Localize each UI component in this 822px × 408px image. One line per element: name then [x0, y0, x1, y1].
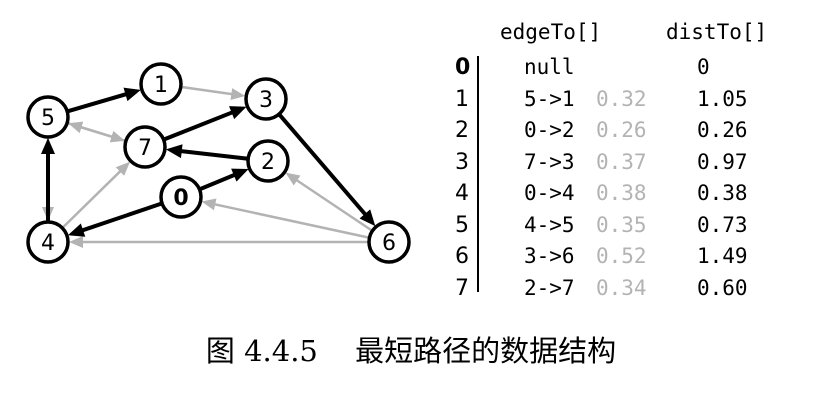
tree-edge-7-3: [162, 108, 238, 142]
edge-6-0: [211, 202, 370, 239]
row-vertex-index: 0: [455, 55, 471, 80]
tree-edge-0-4-arrowhead: [67, 223, 86, 237]
vertex-circle: [26, 220, 70, 264]
edge-6-0-arrowhead: [201, 198, 217, 211]
row-dist-to: 1.49: [697, 244, 748, 268]
row-edge-to: 5->1: [524, 86, 575, 111]
vertex-circle: [139, 62, 183, 106]
row-vertex-index: 5: [455, 212, 469, 238]
edge-7-5: [77, 124, 127, 143]
edge-1-3: [180, 85, 236, 96]
row-vertex-index: 1: [455, 86, 469, 112]
shortest-path-table: edgeTo[] distTo[] 0 null 0 1 5->1 0.32 1.05 2 0-…: [455, 20, 768, 301]
tree-edge-5-1-arrowhead: [123, 87, 141, 102]
row-dist-to: 0: [697, 55, 710, 79]
header-dist-to: distTo[]: [666, 20, 768, 44]
row-edge-to: null: [524, 55, 575, 79]
row-dist-to: 0.73: [697, 212, 748, 237]
tree-edge-3-6: [277, 112, 371, 220]
tree-edge-5-1: [66, 90, 132, 114]
edge-6-2: [293, 177, 374, 232]
vertex-7: 7: [123, 125, 167, 169]
vertex-circle: [159, 175, 203, 219]
row-vertex-index: 4: [455, 181, 469, 206]
row-edge-weight: 0.34: [596, 275, 647, 300]
figure-title: 最短路径的数据结构: [355, 334, 617, 368]
edge-4-7: [61, 167, 124, 229]
vertex-circle: [244, 77, 288, 121]
edge-6-2-arrowhead: [285, 172, 301, 186]
tree-edge-0-2-arrowhead: [231, 168, 249, 182]
row-dist-to: 1.05: [697, 86, 748, 111]
row-edge-to: 0->4: [524, 181, 575, 205]
row-dist-to: 0.60: [697, 275, 748, 300]
vertex-5: 5: [26, 95, 70, 139]
row-dist-to: 0.26: [697, 118, 748, 142]
edge-7-5-arrowhead: [68, 121, 84, 134]
tree-edge-2-7-arrowhead: [165, 144, 183, 159]
vertex-label: 7: [138, 136, 152, 161]
vertex-circle: [26, 95, 70, 139]
tree-edge-2-7: [175, 148, 249, 161]
row-edge-to: 0->2: [524, 118, 575, 142]
figure-caption: 图 4.4.5 最短路径的数据结构: [0, 328, 822, 370]
vertex-label: 0: [173, 186, 188, 211]
row-edge-to: 7->3: [524, 149, 575, 174]
edge-6-4-arrowhead: [69, 236, 83, 248]
tree-edge-0-2: [198, 171, 241, 192]
tree-edge-4-5-arrowhead: [41, 138, 55, 154]
row-edge-weight: 0.52: [596, 244, 647, 268]
tree-edge-7-3-arrowhead: [229, 106, 247, 120]
tree-edge-3-6-arrowhead: [359, 209, 376, 227]
vertex-label: 2: [261, 150, 275, 175]
vertex-4: 4: [26, 220, 70, 264]
row-edge-to: 4->5: [524, 212, 575, 237]
edge-1-3-arrowhead: [230, 88, 246, 100]
figure-number: 图 4.4.5: [205, 334, 318, 368]
row-edge-weight: 0.35: [596, 212, 647, 237]
vertex-label: 5: [41, 106, 55, 131]
vertex-0: 0: [159, 175, 203, 219]
header-edge-to: edgeTo[]: [500, 20, 602, 44]
tree-edge-0-4: [76, 201, 163, 234]
vertex-label: 1: [154, 73, 168, 98]
row-edge-weight: 0.32: [596, 86, 647, 111]
row-edge-weight: 0.38: [596, 181, 647, 205]
table-divider: [477, 56, 479, 292]
graph-diagram: 0 1 2 3 4 5 6 7: [26, 62, 411, 264]
vertex-label: 4: [41, 231, 55, 256]
vertex-6: 6: [367, 220, 411, 264]
vertex-circle: [123, 125, 167, 169]
vertex-3: 3: [244, 77, 288, 121]
row-edge-weight: 0.37: [596, 149, 647, 174]
vertex-1: 1: [139, 62, 183, 106]
row-vertex-index: 6: [455, 244, 469, 269]
vertex-circle: [246, 139, 290, 183]
row-dist-to: 0.38: [697, 181, 748, 205]
vertex-circle: [367, 220, 411, 264]
row-edge-weight: 0.26: [596, 118, 647, 142]
vertex-label: 6: [382, 231, 396, 256]
edge-4-7-arrowhead: [115, 161, 130, 176]
row-edge-to: 2->7: [524, 275, 575, 300]
row-edge-to: 3->6: [524, 244, 575, 268]
row-vertex-index: 3: [455, 149, 469, 175]
row-vertex-index: 7: [455, 275, 469, 301]
vertex-2: 2: [246, 139, 290, 183]
row-vertex-index: 2: [455, 118, 469, 143]
row-dist-to: 0.97: [697, 149, 748, 174]
vertex-label: 3: [259, 88, 273, 113]
